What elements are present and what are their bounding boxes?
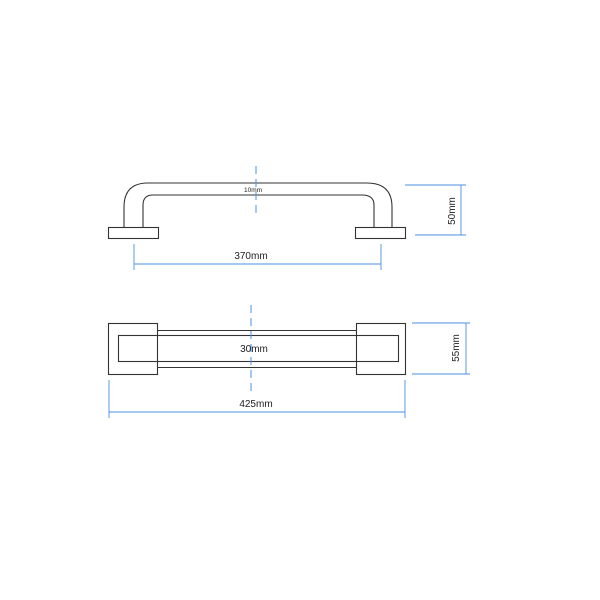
- top-view: 30mm 425mm 55mm: [107, 305, 470, 418]
- side-height-label: 50mm: [447, 197, 458, 225]
- side-centers-dimension: [133, 244, 382, 270]
- top-bar-width-label: 30mm: [240, 344, 268, 355]
- top-length-dimension: [108, 380, 406, 418]
- side-view: 10mm 370mm 50mm: [107, 166, 466, 270]
- side-height-dimension: [405, 184, 466, 236]
- top-length-label: 425mm: [239, 399, 272, 410]
- side-bar-diameter-label: 10mm: [244, 187, 262, 194]
- top-plate-height-dimension: [412, 322, 470, 375]
- side-bar-outer-outline: [123, 182, 393, 228]
- top-plate-height-label: 55mm: [451, 334, 462, 362]
- side-left-base-plate: [107, 226, 160, 240]
- side-centers-label: 370mm: [234, 251, 267, 262]
- side-bar-inner-outline: [142, 194, 375, 228]
- top-left-end-plate: [107, 322, 159, 376]
- top-right-end-plate: [355, 322, 407, 376]
- top-bar-inner-outline: [117, 334, 400, 363]
- side-right-base-plate: [354, 226, 407, 240]
- top-bar-outer-outline: [157, 329, 357, 369]
